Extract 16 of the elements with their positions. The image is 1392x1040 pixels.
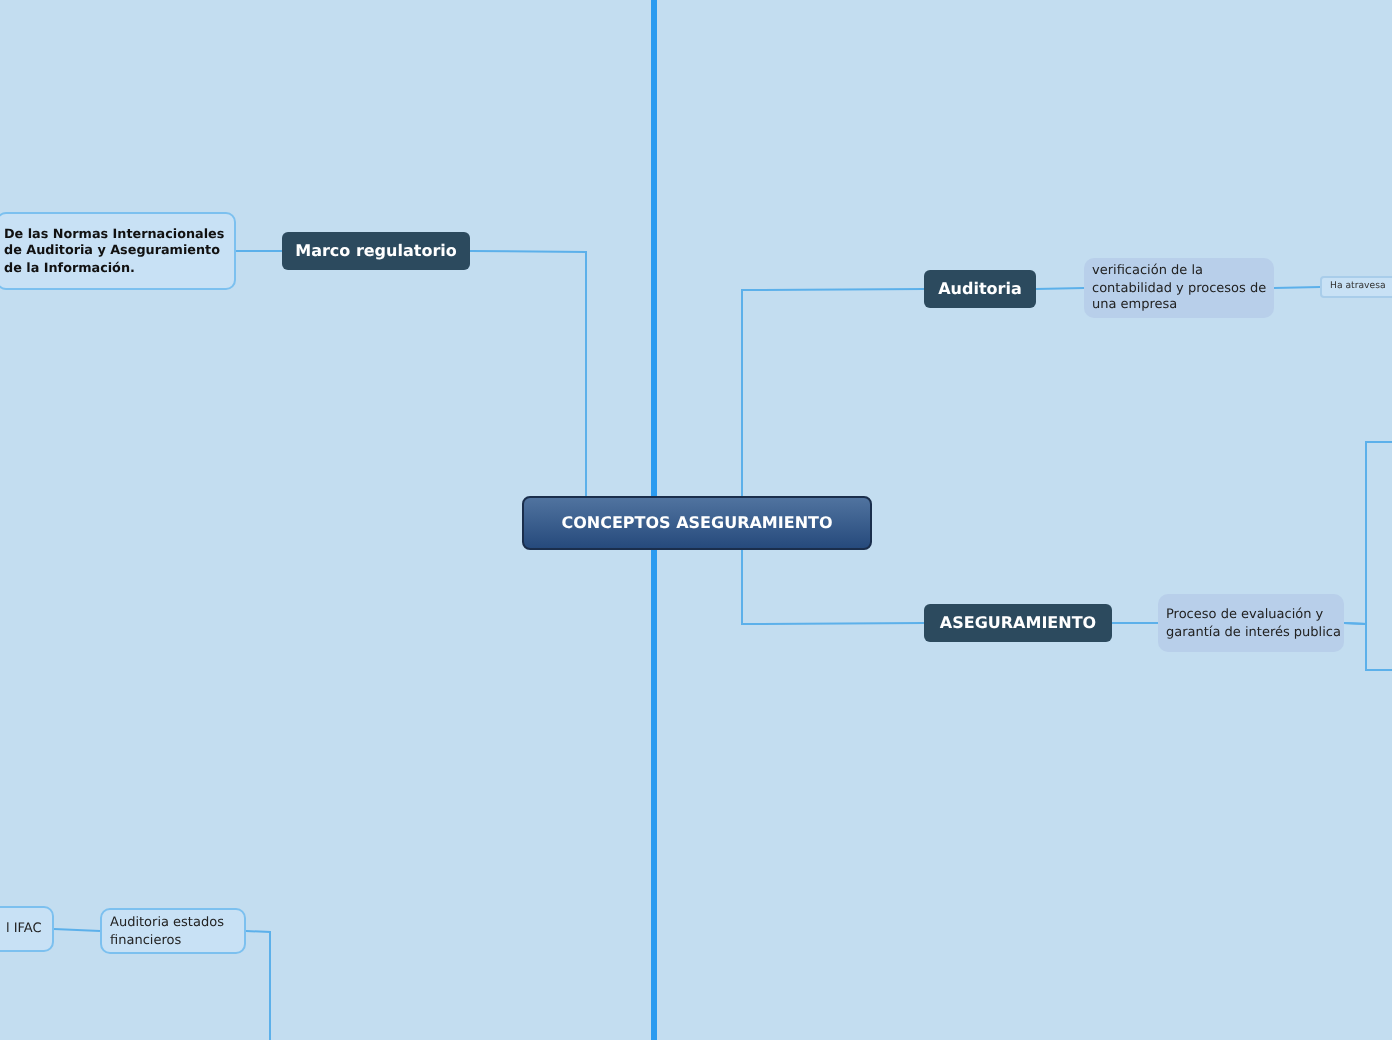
connector-line (1273, 286, 1321, 289)
central-topic: CONCEPTOS ASEGURAMIENTO (522, 496, 872, 550)
connector-line (469, 250, 587, 497)
connector-line (1343, 622, 1392, 671)
topic-box: ASEGURAMIENTO (924, 604, 1112, 642)
topic-box: Auditoria (924, 270, 1036, 308)
connector-line (1035, 287, 1085, 290)
connector-line (245, 930, 271, 1040)
connector-line (741, 549, 925, 625)
connector-line (741, 288, 925, 497)
connector-line (651, 550, 657, 1040)
connector-line (651, 0, 657, 496)
connector-line (1111, 622, 1159, 624)
connector-line (235, 250, 283, 252)
topic-box: Marco regulatorio (282, 232, 470, 270)
connector-line (53, 928, 101, 932)
